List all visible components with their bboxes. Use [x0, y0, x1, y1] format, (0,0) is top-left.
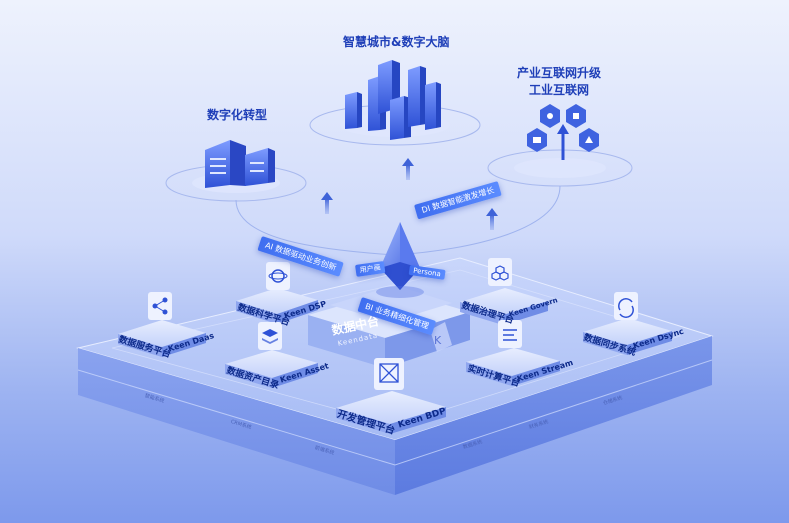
module-daas	[118, 292, 206, 357]
honeycomb-icon	[491, 265, 509, 281]
module-stream	[466, 320, 560, 386]
module-asset	[225, 322, 318, 388]
arrow-up-icon	[321, 158, 498, 230]
sync-icon	[618, 298, 634, 318]
module-dsync	[583, 292, 672, 355]
smart-city-label: 智慧城市&数字大脑	[343, 35, 450, 49]
industry-group	[487, 149, 633, 187]
share-icon	[152, 297, 168, 315]
atom-icon	[271, 269, 285, 283]
network-hex-icon	[527, 104, 599, 160]
city-icon	[345, 60, 441, 140]
svg-text:K: K	[434, 334, 442, 347]
layers-icon	[262, 329, 278, 344]
center-pedestal	[308, 285, 470, 368]
cube-icon	[379, 363, 399, 383]
module-dsp	[236, 262, 318, 324]
module-bdp	[336, 358, 446, 434]
building-icon	[205, 140, 275, 188]
module-govern	[460, 258, 548, 325]
keendata-logo-icon: K	[430, 322, 452, 352]
digital-transform-label: 数字化转型	[207, 108, 268, 122]
industry-label-line1: 产业互联网升级	[517, 66, 602, 80]
industry-label-line2: 工业互联网	[529, 83, 590, 97]
flow-icon	[503, 329, 517, 341]
